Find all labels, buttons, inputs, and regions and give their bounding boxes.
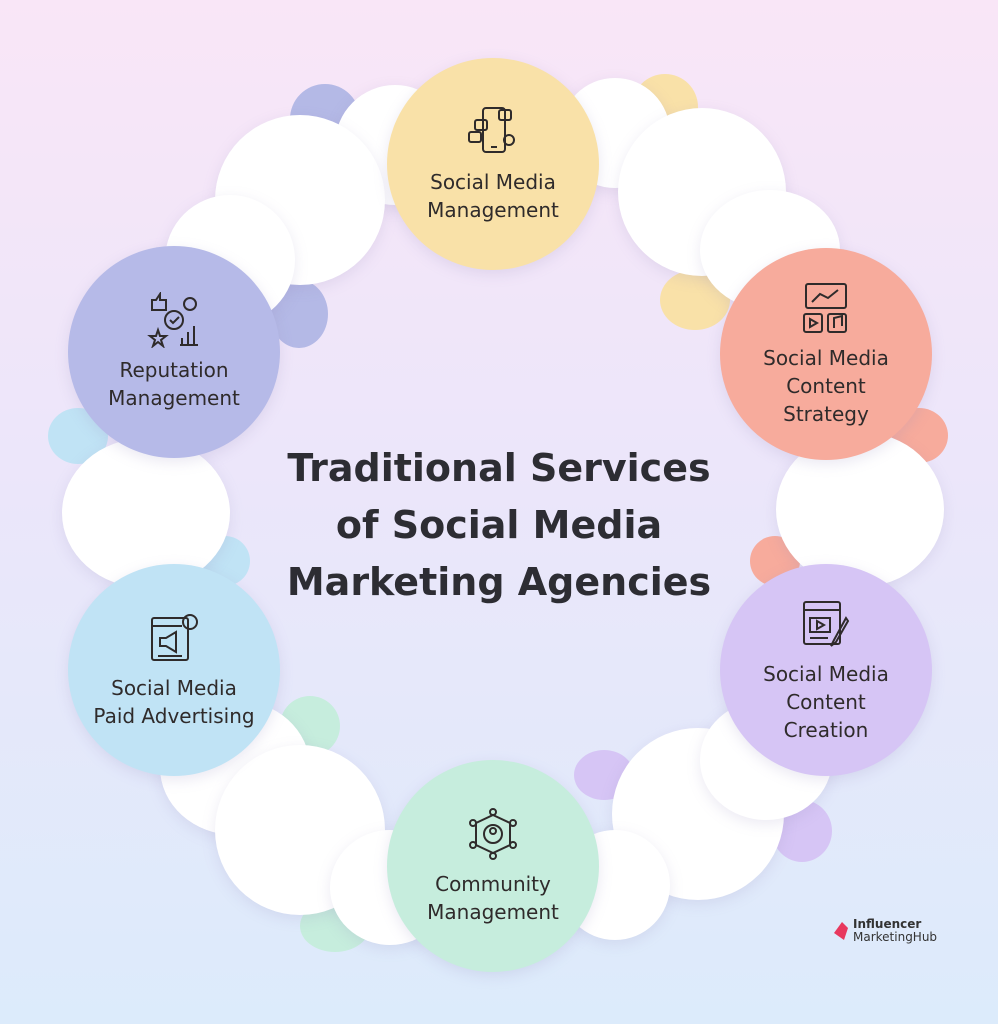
node-label: Social Media Content Strategy [763,346,889,426]
node-content-strategy: Social Media Content Strategy [720,248,932,460]
content-editing-icon [803,601,850,647]
node-label: Social Media Content Creation [763,662,889,742]
smartphone-social-icon [468,107,515,153]
node-reputation-management: Reputation Management [68,246,280,458]
diagram-title: Traditional Services of Social Media Mar… [286,446,712,604]
node-label: Social Media Management [427,170,559,222]
logo-line2: MarketingHub [853,930,938,944]
node-label: Social Media Paid Advertising [93,676,255,728]
network-people-icon [469,808,517,860]
node-label: Community Management [427,872,559,924]
logo-line1: Influencer [853,917,922,931]
reputation-thumbs-icon [147,292,198,348]
strategy-board-media-icon [803,283,847,333]
megaphone-ad-icon [151,614,198,661]
decor-bubble [62,438,230,588]
node-social-media-management: Social Media Management [387,58,599,270]
node-label: Reputation Management [108,358,240,410]
node-paid-advertising: Social Media Paid Advertising [68,564,280,776]
logo-mark-icon [834,922,848,940]
node-community-management: Community Management [387,760,599,972]
node-content-creation: Social Media Content Creation [720,564,932,776]
